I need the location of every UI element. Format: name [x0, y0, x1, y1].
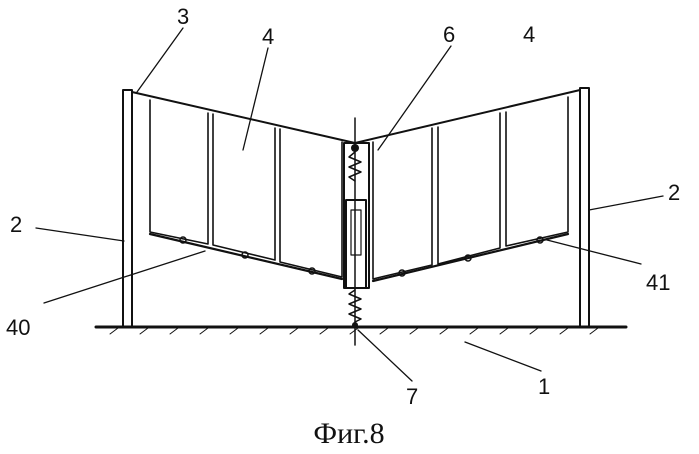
central-hinge-unit — [344, 118, 369, 345]
right-post — [580, 88, 589, 327]
left-wing-panels — [150, 100, 342, 279]
top-rail — [132, 90, 580, 143]
figure-caption: Фиг.8 — [313, 417, 384, 450]
label-41: 41 — [646, 270, 670, 295]
label-2-left: 2 — [10, 212, 22, 237]
label-2-right: 2 — [668, 180, 680, 205]
label-1: 1 — [538, 374, 550, 399]
left-post — [123, 90, 132, 327]
right-wing-panels — [373, 97, 568, 281]
label-6: 6 — [443, 22, 455, 47]
label-40: 40 — [6, 315, 30, 340]
label-3: 3 — [177, 4, 189, 29]
label-4-left: 4 — [262, 24, 274, 49]
label-7: 7 — [406, 384, 418, 409]
label-4-right: 4 — [523, 22, 535, 47]
